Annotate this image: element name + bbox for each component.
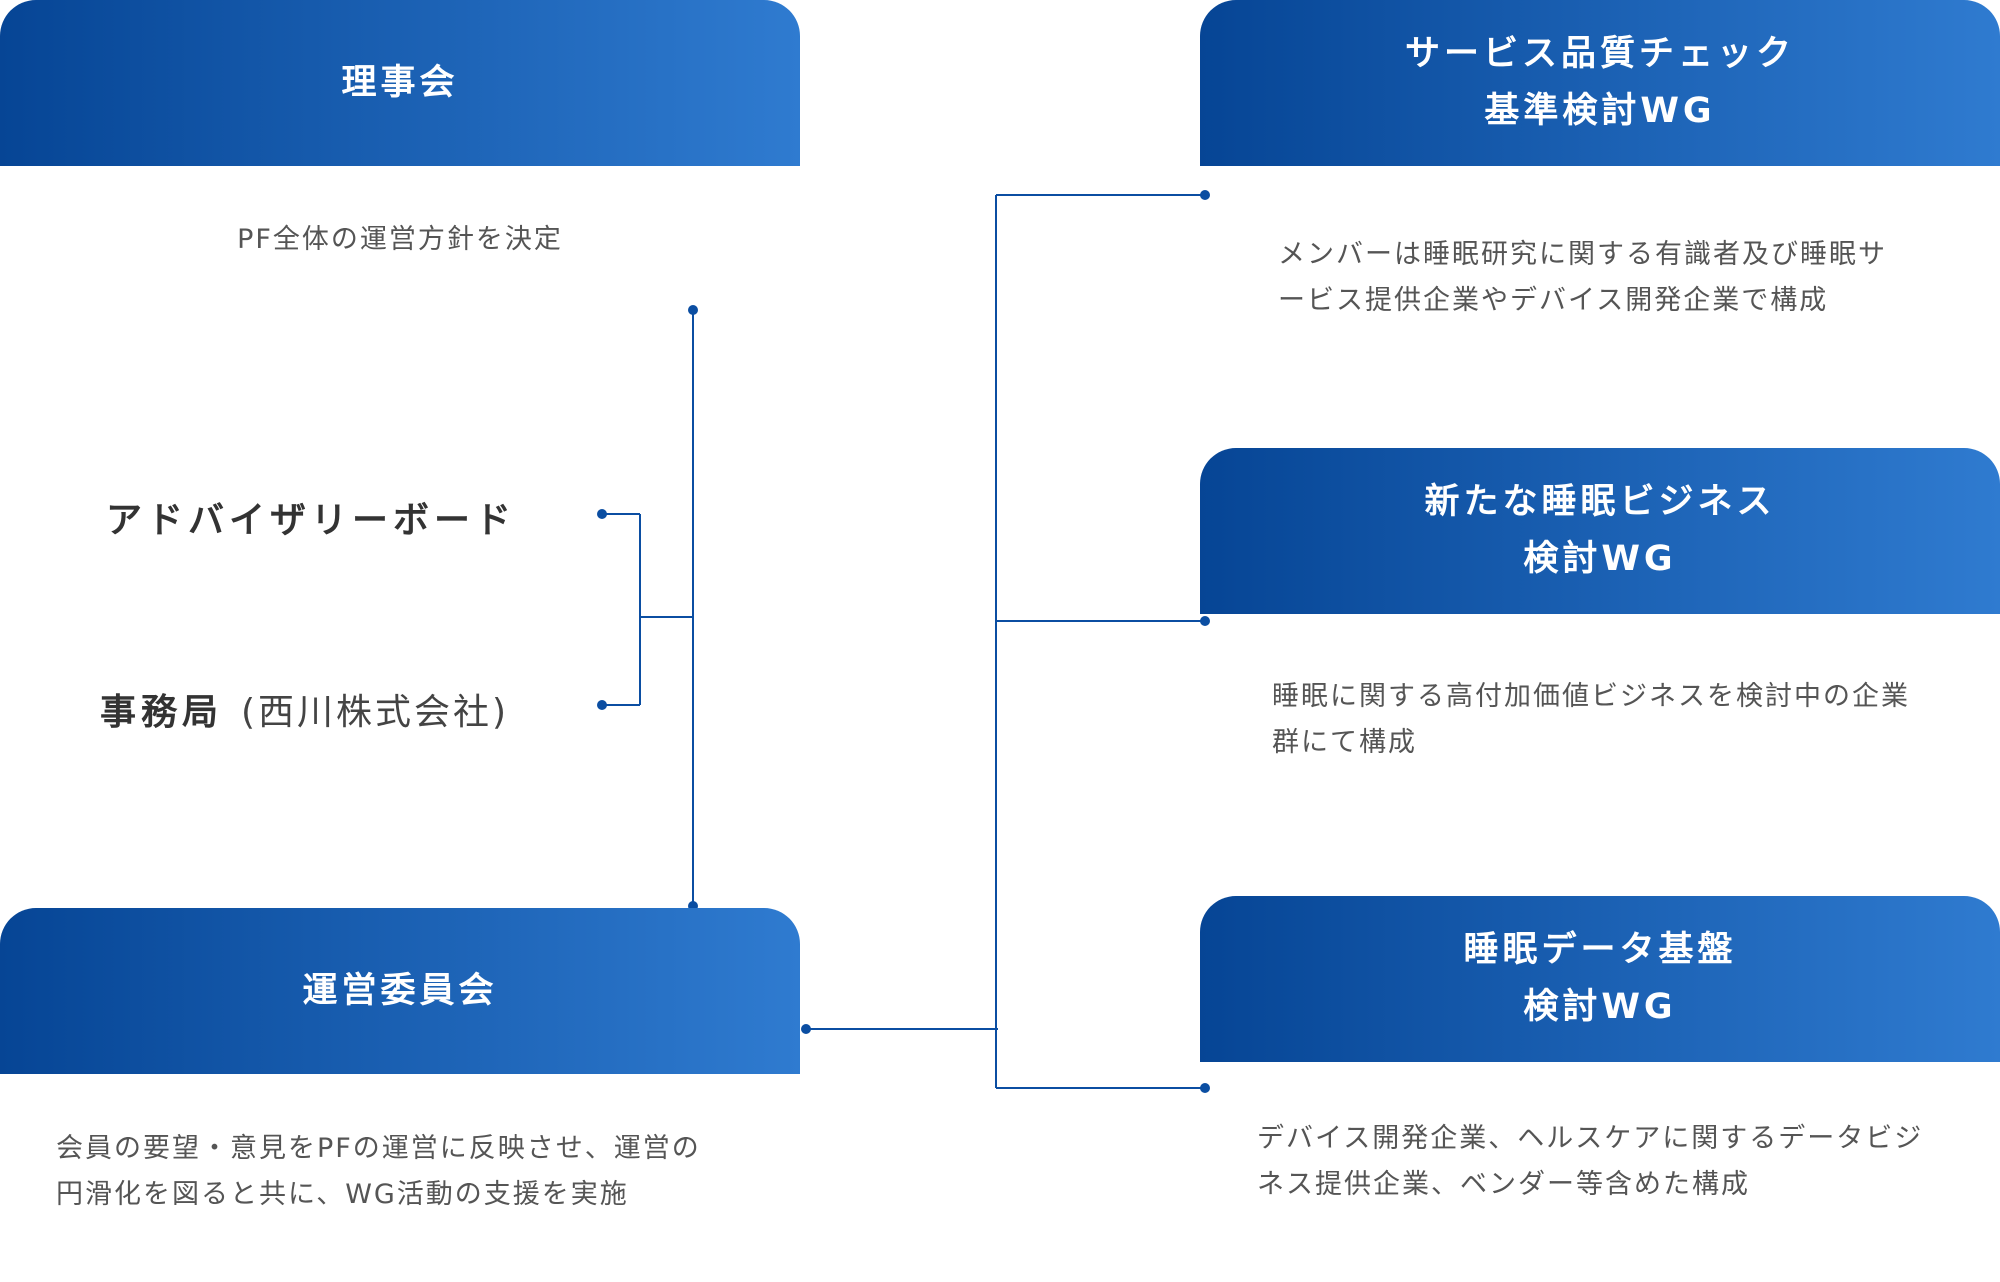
dot-steering-right [801,1024,811,1034]
secretariat-label: 事務局 (西川株式会社) [100,683,509,735]
wg-business-desc-line: 群にて構成 [1272,727,1417,758]
wg-business-desc-line: 睡眠に関する高付加価値ビジネスを検討中の企業 [1272,681,1910,712]
steering-title: 運営委員会 [302,970,498,1011]
wg-data-desc-line: ネス提供企業、ベンダー等含めた構成 [1257,1169,1750,1200]
steering-desc-line: 円滑化を図ると共に、WG活動の支援を実施 [56,1179,629,1210]
secretariat-title: 事務局 [100,692,224,733]
wg-data-desc: デバイス開発企業、ヘルスケアに関するデータビジ ネス提供企業、ベンダー等含めた構… [1257,1116,1987,1208]
wg-quality-desc-line: ービス提供企業やデバイス開発企業で構成 [1278,285,1829,316]
wg-quality-desc: メンバーは睡眠研究に関する有識者及び睡眠サ ービス提供企業やデバイス開発企業で構… [1278,232,1978,324]
wg-data-desc-line: デバイス開発企業、ヘルスケアに関するデータビジ [1257,1123,1924,1154]
dot-board [688,305,698,315]
wg-business-box: 新たな睡眠ビジネス 検討WG [1200,448,2000,614]
dot-advisory [597,509,607,519]
wg-business-desc: 睡眠に関する高付加価値ビジネスを検討中の企業 群にて構成 [1272,674,1982,766]
board-title: 理事会 [341,62,459,103]
dot-secretariat [597,700,607,710]
board-box: 理事会 [0,0,800,166]
wg-data-title-line: 検討WG [1523,987,1677,1027]
steering-committee-box: 運営委員会 [0,908,800,1074]
wg-quality-title-line: サービス品質チェック [1404,34,1795,74]
secretariat-company: (西川株式会社) [241,692,510,733]
wg-quality-title-line: 基準検討WG [1484,91,1716,131]
advisory-board-label: アドバイザリーボード [106,500,517,541]
board-desc: PF全体の運営方針を決定 [237,224,563,255]
steering-desc-line: 会員の要望・意見をPFの運営に反映させ、運営の [56,1133,701,1164]
wg-data-box: 睡眠データ基盤 検討WG [1200,896,2000,1062]
wg-business-title-line: 新たな睡眠ビジネス [1424,482,1776,522]
wg-business-title-line: 検討WG [1523,539,1677,579]
steering-desc: 会員の要望・意見をPFの運営に反映させ、運営の 円滑化を図ると共に、WG活動の支… [56,1126,776,1218]
wg-quality-desc-line: メンバーは睡眠研究に関する有識者及び睡眠サ [1278,239,1887,270]
dot-wg-quality [1200,190,1210,200]
dot-wg-data [1200,1083,1210,1093]
wg-data-title-line: 睡眠データ基盤 [1463,930,1737,970]
wg-quality-box: サービス品質チェック 基準検討WG [1200,0,2000,166]
dot-wg-business [1200,616,1210,626]
